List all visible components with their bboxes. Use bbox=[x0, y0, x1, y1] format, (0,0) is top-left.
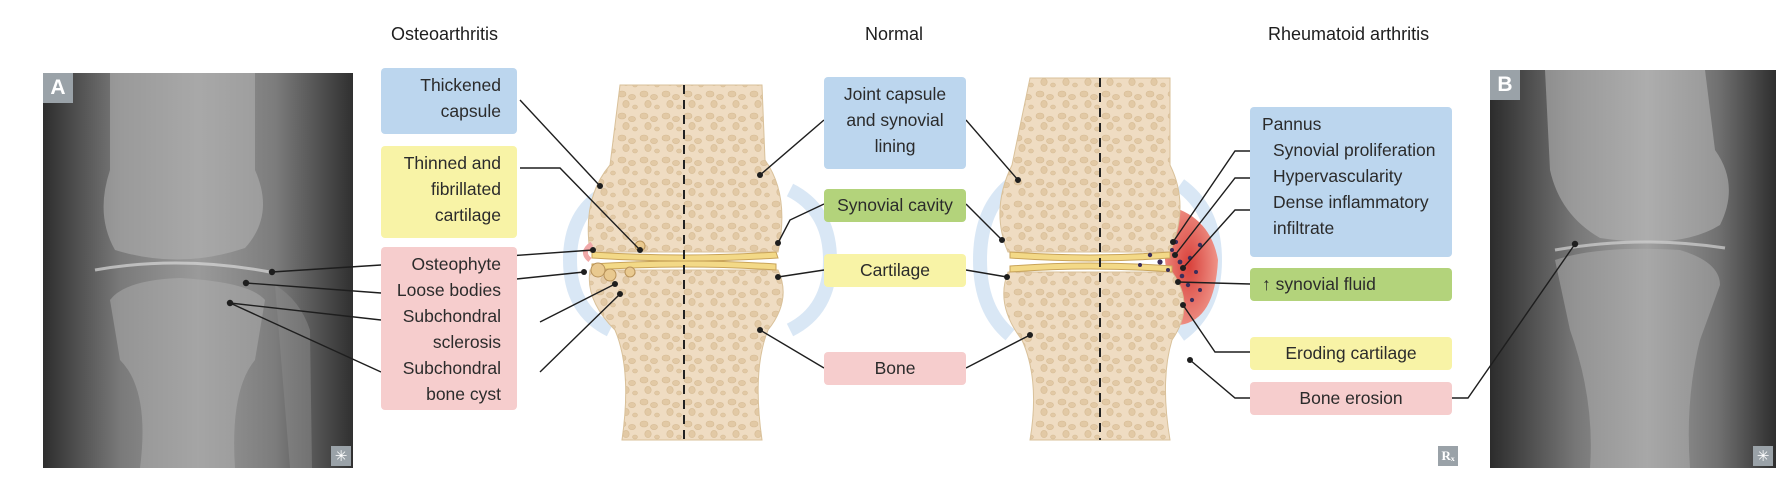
asterisk-icon: ✳ bbox=[331, 446, 351, 466]
label-pannus-group: Pannus Synovial proliferation Hypervascu… bbox=[1250, 107, 1452, 257]
label-eroding-cartilage: Eroding cartilage bbox=[1250, 337, 1452, 370]
label-bone: Bone bbox=[824, 352, 966, 385]
label-subchondral-cyst-2: bone cyst bbox=[426, 384, 501, 404]
rheumatoid-joint bbox=[972, 77, 1223, 441]
label-joint-capsule: Joint capsule and synovial lining bbox=[824, 77, 966, 169]
rx-icon: Rₓ bbox=[1438, 446, 1458, 466]
label-group-oa-bone: Osteophyte Loose bodies Subchondral scle… bbox=[381, 247, 517, 410]
label-bone-erosion: Bone erosion bbox=[1250, 382, 1452, 415]
panel-a-letter: A bbox=[43, 73, 73, 103]
label-synovial-cavity: Synovial cavity bbox=[824, 189, 966, 222]
title-rheumatoid-arthritis: Rheumatoid arthritis bbox=[1268, 24, 1430, 44]
label-hypervascularity: Hypervascularity bbox=[1273, 166, 1403, 186]
label-subchondral-sclerosis-1: Subchondral bbox=[402, 306, 501, 326]
label-pannus: Pannus bbox=[1262, 114, 1322, 134]
panel-b-letter: B bbox=[1490, 70, 1520, 100]
label-cartilage: Cartilage bbox=[824, 254, 966, 287]
label-thickened-capsule: Thickened capsule bbox=[381, 68, 517, 134]
title-normal: Normal bbox=[865, 24, 924, 44]
label-synovial-proliferation: Synovial proliferation bbox=[1273, 140, 1436, 160]
label-subchondral-cyst-1: Subchondral bbox=[402, 358, 501, 378]
label-dense-infiltrate-1: Dense inflammatory bbox=[1273, 192, 1429, 212]
label-subchondral-sclerosis-2: sclerosis bbox=[432, 332, 501, 352]
osteoarthritis-joint bbox=[562, 84, 838, 441]
label-loose-bodies: Loose bodies bbox=[396, 280, 501, 300]
asterisk-icon: ✳ bbox=[1753, 446, 1773, 466]
label-thinned-fibrillated-cartilage: Thinned and fibrillated cartilage bbox=[381, 146, 517, 238]
leader-dots bbox=[226, 172, 1579, 363]
label-dense-infiltrate-2: infiltrate bbox=[1273, 218, 1335, 238]
label-osteophyte: Osteophyte bbox=[411, 254, 502, 274]
label-synovial-fluid: ↑ synovial fluid bbox=[1250, 268, 1452, 301]
xray-image-b bbox=[1490, 70, 1776, 468]
title-osteoarthritis: Osteoarthritis bbox=[391, 24, 499, 44]
xray-image-a bbox=[43, 73, 353, 468]
